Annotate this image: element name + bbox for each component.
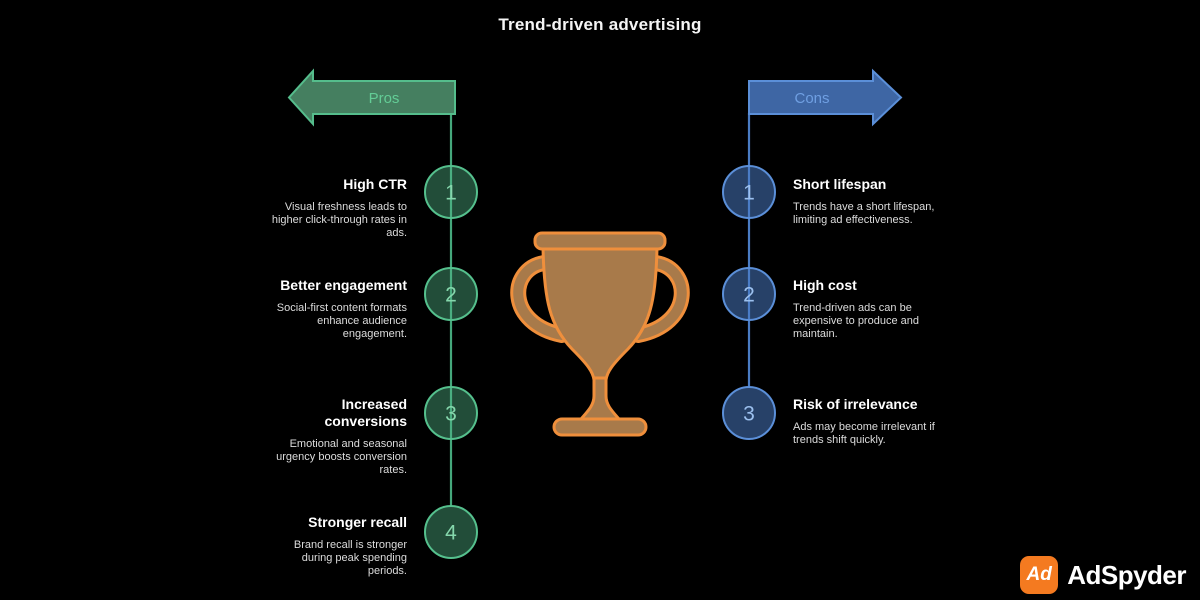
- cons-step-number: 2: [743, 284, 755, 307]
- cons-step-circle: 2: [722, 267, 776, 321]
- pros-arrow-label: Pros: [369, 90, 400, 107]
- item-description: Social-first content formats enhance aud…: [276, 302, 407, 340]
- item-description: Trend-driven ads can be expensive to pro…: [793, 302, 919, 340]
- item-title: Increased conversions: [324, 396, 407, 429]
- pros-item: High CTR Visual freshness leads to highe…: [267, 176, 407, 239]
- item-description: Visual freshness leads to higher click-t…: [271, 201, 407, 239]
- item-title: Better engagement: [280, 277, 407, 293]
- cons-step-number: 3: [743, 403, 755, 426]
- cons-step-number: 1: [743, 182, 755, 205]
- cons-arrow-right-icon: Cons: [748, 68, 903, 127]
- pros-item: Better engagement Social-first content f…: [267, 277, 407, 340]
- trophy-icon: [510, 231, 690, 437]
- adspyder-logo-icon: Ad: [1020, 556, 1059, 594]
- item-description: Trends have a short lifespan, limiting a…: [793, 201, 935, 226]
- cons-item: High cost Trend-driven ads can be expens…: [793, 277, 968, 340]
- item-title: Risk of irrelevance: [793, 396, 918, 412]
- item-description: Brand recall is stronger during peak spe…: [293, 539, 407, 577]
- cons-step-circle: 3: [722, 386, 776, 440]
- cons-item: Risk of irrelevance Ads may become irrel…: [793, 396, 968, 447]
- pros-step-number: 3: [445, 403, 457, 426]
- cons-step-circle: 1: [722, 165, 776, 219]
- pros-item: Increased conversions Emotional and seas…: [267, 396, 407, 476]
- item-title: High CTR: [343, 176, 407, 192]
- adspyder-monogram: Ad: [1026, 564, 1052, 585]
- item-title: High cost: [793, 277, 857, 293]
- pros-step-circle: 1: [424, 165, 478, 219]
- pros-step-circle: 4: [424, 505, 478, 559]
- pros-step-circle: 2: [424, 267, 478, 321]
- cons-item: Short lifespan Trends have a short lifes…: [793, 176, 968, 227]
- item-description: Emotional and seasonal urgency boosts co…: [276, 438, 407, 476]
- cons-arrow-label: Cons: [794, 90, 829, 107]
- pros-step-number: 1: [445, 182, 457, 205]
- pros-step-number: 4: [445, 522, 457, 545]
- item-title: Short lifespan: [793, 176, 887, 192]
- item-title: Stronger recall: [308, 514, 407, 530]
- pros-step-number: 2: [445, 284, 457, 307]
- pros-item: Stronger recall Brand recall is stronger…: [267, 514, 407, 577]
- page-title: Trend-driven advertising: [498, 15, 702, 34]
- pros-step-circle: 3: [424, 386, 478, 440]
- adspyder-logo: Ad AdSpyder: [1020, 556, 1186, 594]
- item-description: Ads may become irrelevant if trends shif…: [793, 421, 935, 446]
- adspyder-logo-text: AdSpyder: [1067, 559, 1186, 590]
- pros-arrow-left-icon: Pros: [287, 68, 456, 127]
